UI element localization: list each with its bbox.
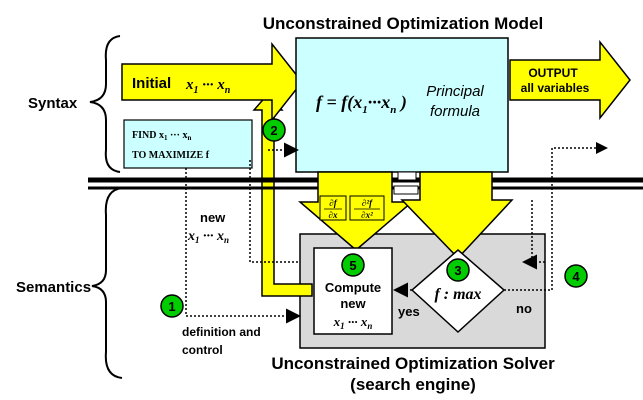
first-derivative-box <box>319 195 347 221</box>
new-vars-path <box>249 160 298 263</box>
svg-text:3: 3 <box>454 263 461 278</box>
badge-3: 3 <box>446 258 470 282</box>
find-box <box>123 119 253 169</box>
find-line2: TO MAXIMIZE f <box>132 150 210 161</box>
output-line1: OUTPUT <box>528 66 578 80</box>
svg-text:2: 2 <box>270 123 277 138</box>
decision-diamond <box>410 249 506 334</box>
svg-text:4: 4 <box>572 269 580 284</box>
principal-label-line2: formula <box>430 103 480 120</box>
decision-text: f : max <box>434 286 481 303</box>
connector-box-1 <box>397 171 417 181</box>
compute-line2: new <box>340 296 366 311</box>
principal-label-line1: Principal <box>426 83 484 100</box>
svg-text:1: 1 <box>168 299 175 314</box>
no-path <box>504 147 596 291</box>
initial-arrow <box>121 41 303 123</box>
first-derivative-den: ∂x <box>329 210 338 220</box>
solver-subtitle: (search engine) <box>350 375 476 394</box>
yes-label: yes <box>398 304 420 319</box>
output-line2: all variables <box>521 81 590 95</box>
no-label: no <box>516 301 532 316</box>
connector-box-2 <box>393 185 419 195</box>
definition-line2: control <box>182 343 223 357</box>
model-box <box>295 37 509 173</box>
syntax-brace <box>89 35 121 173</box>
semantics-brace <box>91 187 123 379</box>
second-derivative-box <box>349 195 385 221</box>
badge-5: 5 <box>341 253 365 277</box>
badge-1: 1 <box>160 294 184 318</box>
model-title: Unconstrained Optimization Model <box>263 14 544 33</box>
definition-line1: definition and <box>182 325 261 339</box>
svg-text:5: 5 <box>349 258 356 273</box>
no-arrowhead <box>596 142 608 154</box>
badge-4: 4 <box>564 264 588 288</box>
syntax-label: Syntax <box>28 95 78 112</box>
compute-vars: x1 ··· xn <box>333 314 373 331</box>
compute-line1: Compute <box>325 280 381 295</box>
solver-title: Unconstrained Optimization Solver <box>271 354 555 373</box>
badge-2: 2 <box>262 118 286 142</box>
find-line1: FIND x1 ··· xn <box>132 130 191 142</box>
output-arrow <box>509 39 631 121</box>
second-derivative-den: ∂x² <box>361 210 373 220</box>
new-vars-line2: x1 ··· xn <box>187 229 229 245</box>
new-vars-line1: new <box>200 210 226 225</box>
first-derivative: ∂f <box>329 198 337 208</box>
semantics-label: Semantics <box>16 279 91 296</box>
definition-path <box>185 168 301 324</box>
second-derivative: ∂²f <box>362 198 373 208</box>
initial-label: Initial <box>132 75 171 92</box>
decision-arrow <box>400 171 514 260</box>
